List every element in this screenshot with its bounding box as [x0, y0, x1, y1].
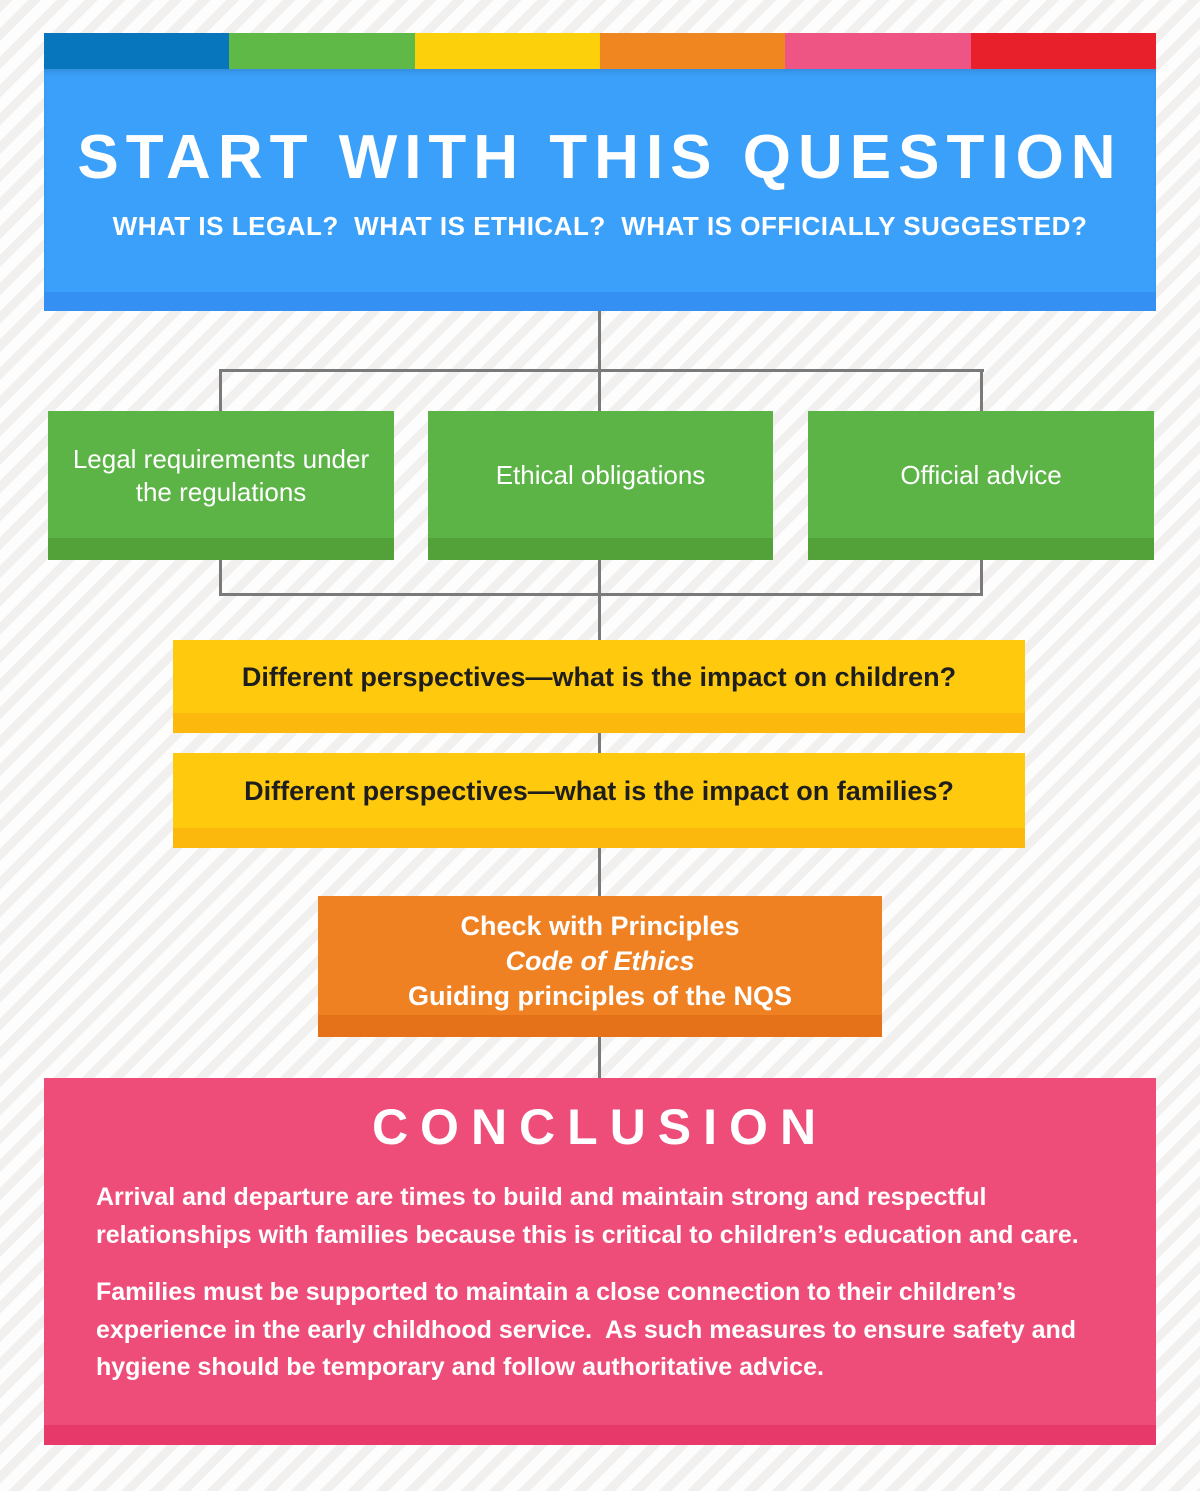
check-box-shade — [318, 1015, 882, 1037]
conclusion-title: CONCLUSION — [371, 1099, 829, 1155]
connector-check-conclusion — [598, 1035, 601, 1080]
connector-start-down — [598, 311, 601, 372]
start-box-shade — [44, 292, 1156, 311]
connector-rise-right — [980, 555, 983, 596]
check-line-principles: Check with Principles — [460, 911, 740, 941]
branch-box-shade — [808, 538, 1154, 560]
check-lines: Check with Principles Code of Ethics Gui… — [318, 896, 882, 1014]
start-question-box: START WITH THIS QUESTION WHAT IS LEGAL? … — [44, 69, 1156, 311]
conclusion-paragraph-2: Families must be supported to maintain a… — [96, 1278, 1083, 1381]
top-stripe-bar — [44, 33, 1156, 69]
start-title: START WITH THIS QUESTION — [77, 123, 1123, 192]
branch-box-shade — [428, 538, 773, 560]
branch-box-ethical: Ethical obligations — [428, 411, 773, 560]
conclusion-box-shade — [44, 1425, 1156, 1445]
connector-to-children — [598, 593, 601, 642]
branch-box-legal: Legal requirements under the regulations — [48, 411, 394, 560]
start-subtitle: WHAT IS LEGAL? WHAT IS ETHICAL? WHAT IS … — [112, 211, 1088, 241]
stripe-segment-blue — [44, 33, 230, 69]
perspective-box-children: Different perspectives—what is the impac… — [173, 640, 1025, 733]
connector-bottom-horizontal — [219, 593, 983, 596]
stripe-segment-yellow — [414, 33, 600, 69]
check-principles-box: Check with Principles Code of Ethics Gui… — [318, 896, 882, 1037]
branch-box-shade — [48, 538, 394, 560]
perspective-label-families: Different perspectives—what is the impac… — [244, 776, 954, 806]
check-line-nqs: Guiding principles of the NQS — [407, 981, 792, 1011]
perspective-box-shade — [173, 828, 1025, 848]
stripe-segment-orange — [599, 33, 786, 69]
stripe-segment-green — [229, 33, 415, 69]
connector-drop-right — [980, 369, 983, 415]
branch-box-official: Official advice — [808, 411, 1154, 560]
branch-label-legal: Legal requirements under the regulations — [72, 444, 370, 507]
connector-drop-left — [219, 369, 222, 415]
perspective-box-shade — [173, 713, 1025, 733]
connector-drop-middle — [598, 369, 601, 415]
perspective-box-families: Different perspectives—what is the impac… — [173, 753, 1025, 848]
stripe-segment-red — [970, 33, 1156, 69]
check-line-code-of-ethics: Code of Ethics — [505, 946, 695, 976]
connector-rise-left — [219, 555, 222, 596]
perspective-label-children: Different perspectives—what is the impac… — [241, 662, 957, 692]
conclusion-paragraph-1: Arrival and departure are times to build… — [96, 1183, 1079, 1249]
branch-label-official: Official advice — [900, 460, 1062, 491]
connector-top-horizontal — [219, 369, 984, 372]
connector-children-families — [598, 731, 601, 755]
stripe-segment-pink — [785, 33, 971, 69]
connector-families-check — [598, 846, 601, 898]
conclusion-box: CONCLUSION Arrival and departure are tim… — [44, 1078, 1156, 1445]
connector-rise-middle — [598, 555, 601, 596]
branch-label-ethical: Ethical obligations — [495, 460, 706, 491]
